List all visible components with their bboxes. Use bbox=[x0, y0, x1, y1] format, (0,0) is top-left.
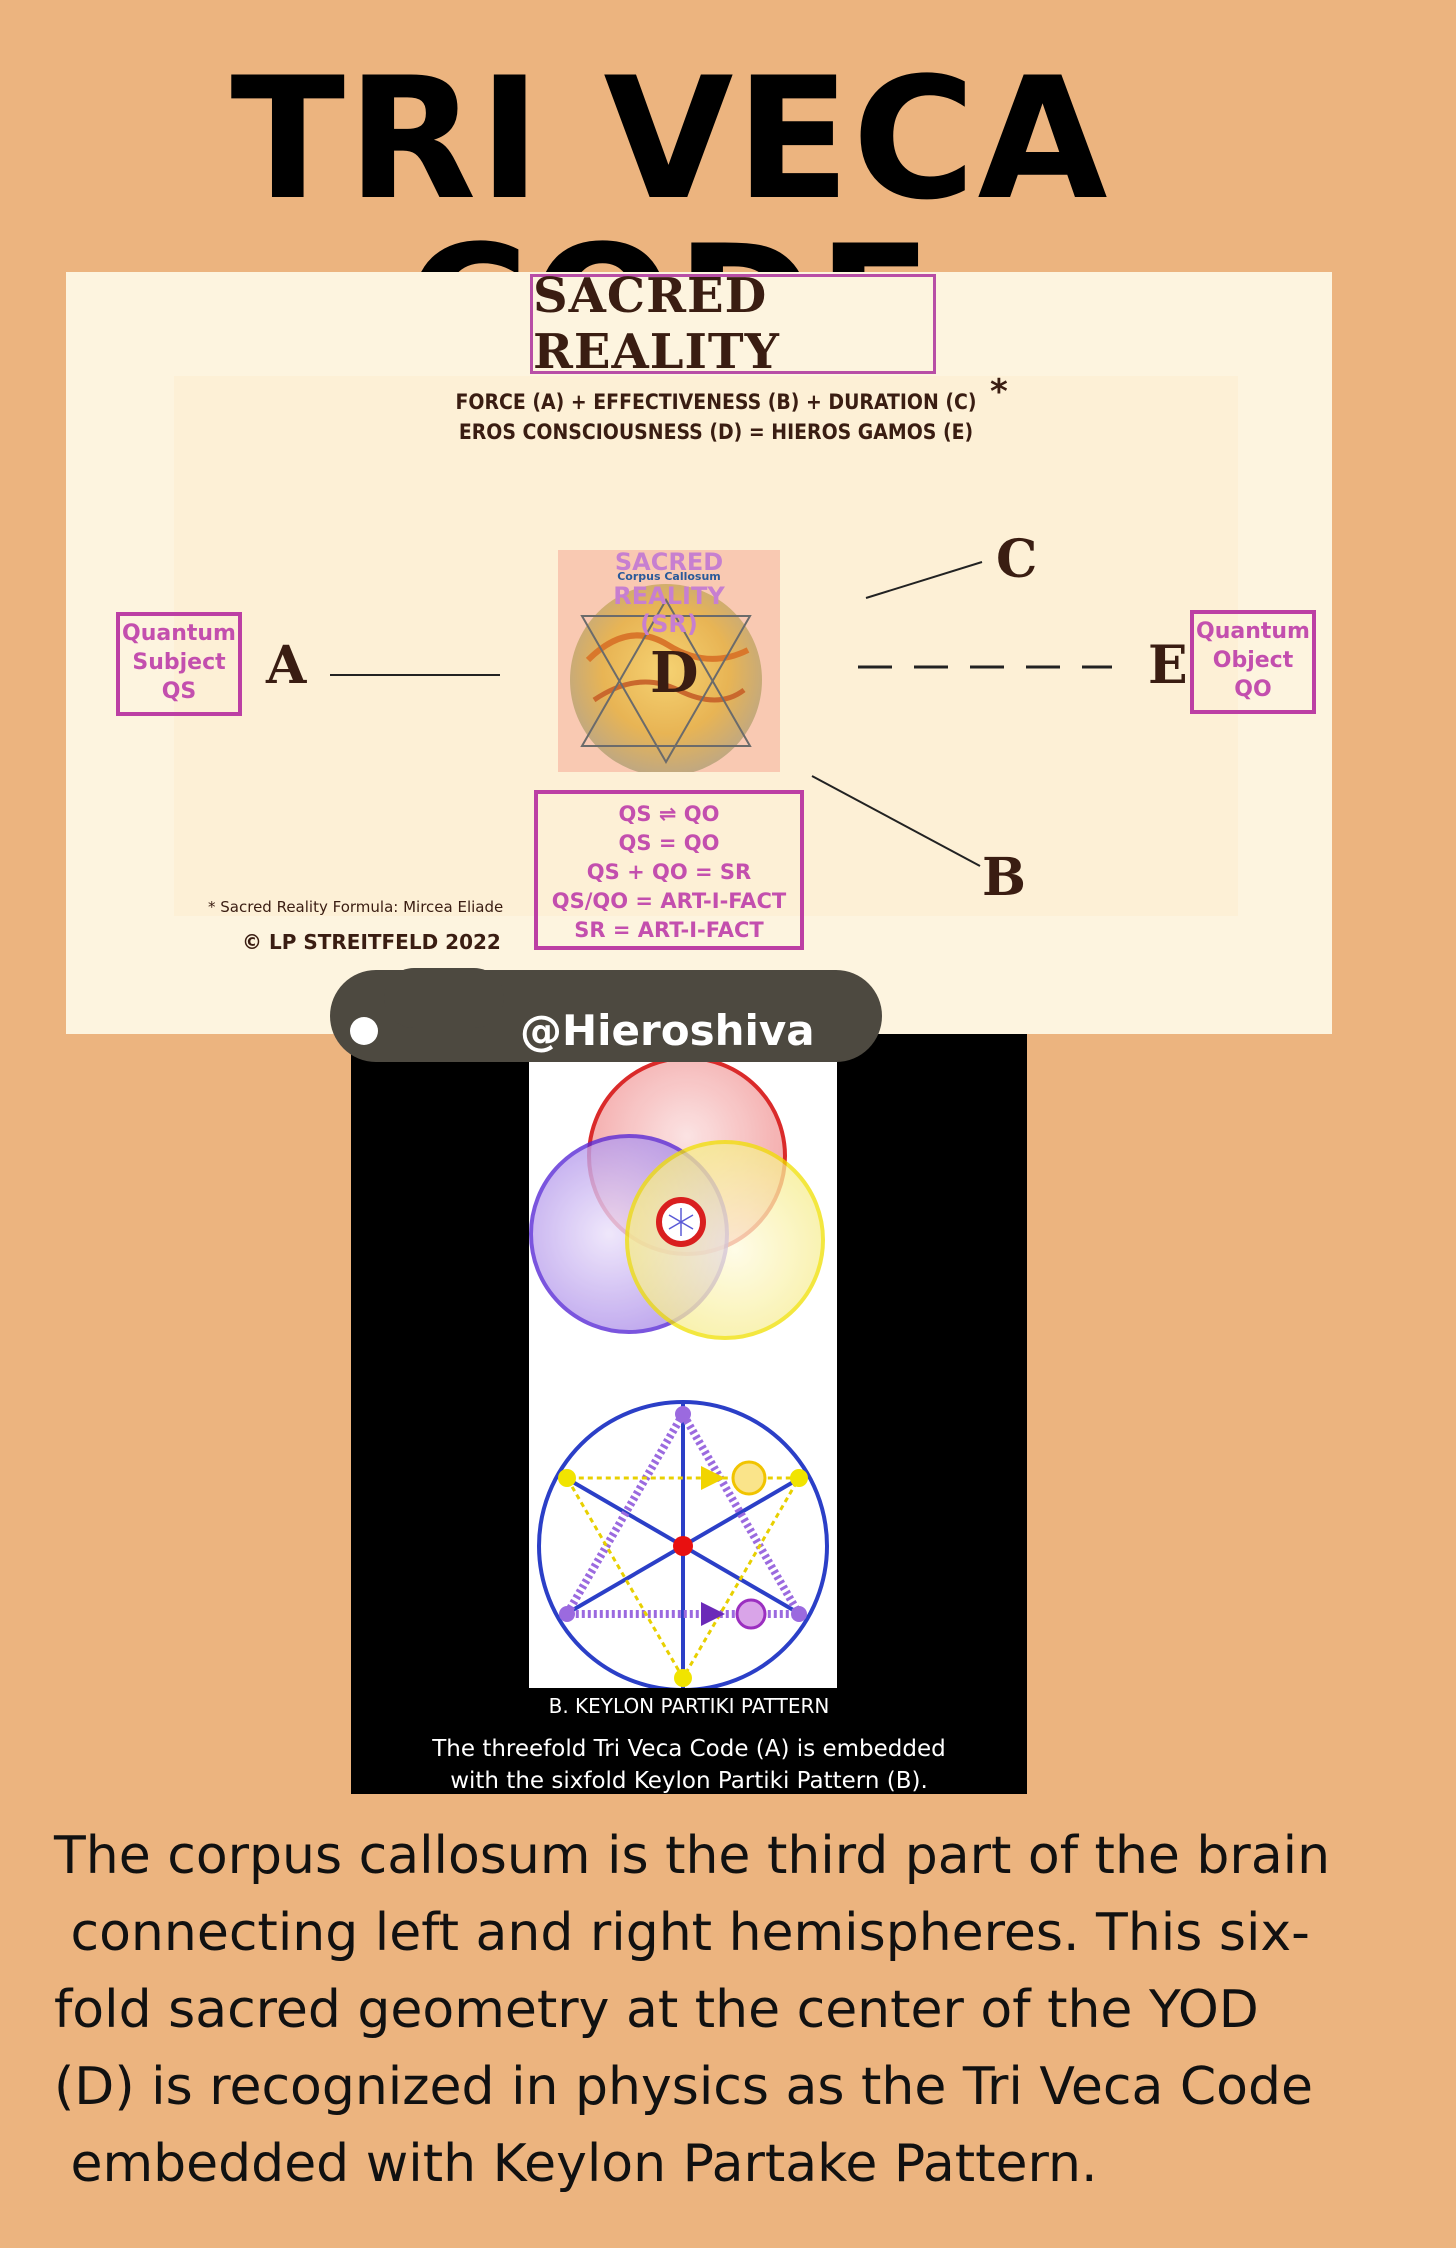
keylon-figure bbox=[529, 1396, 837, 1692]
equation-3: QS + QO = SR bbox=[586, 860, 752, 884]
quantum-subject-line-1: Quantum bbox=[122, 621, 236, 646]
emblem-label-sacred: SACRED bbox=[614, 548, 724, 576]
letter-d: D bbox=[650, 640, 699, 706]
letter-c: C bbox=[996, 529, 1038, 590]
equation-5: SR = ART-I-FACT bbox=[574, 918, 764, 942]
body-line-1: The corpus callosum is the third part of… bbox=[54, 1826, 1331, 1886]
formula-line-2: EROS CONSCIOUSNESS (D) = HIEROS GAMOS (E… bbox=[458, 420, 974, 444]
emblem-label-corpus: Corpus Callosum bbox=[617, 570, 721, 583]
tri-veca-figure bbox=[529, 1056, 837, 1396]
sacred-reality-panel: SACRED REALITY FORCE (A) + EFFECTIVENESS… bbox=[66, 268, 1332, 1034]
figure-note-line-2: with the sixfold Keylon Partiki Pattern … bbox=[450, 1768, 928, 1794]
center-emblem: SACRED Corpus Callosum REALITY (SR) D bbox=[558, 548, 780, 776]
equation-4: QS/QO = ART-I-FACT bbox=[551, 889, 787, 913]
body-line-4: (D) is recognized in physics as the Tri … bbox=[54, 2057, 1313, 2117]
connector-lines bbox=[330, 561, 1112, 867]
handle-badge-notch bbox=[384, 968, 504, 1028]
handle-dot-icon bbox=[350, 1017, 378, 1045]
figure-a-caption: A. TRI VECA CODE bbox=[593, 1368, 785, 1392]
keylon-partiki-pattern bbox=[537, 1400, 829, 1692]
quantum-object-line-3: QO bbox=[1234, 677, 1272, 702]
tri-veca-venn-diagram bbox=[529, 1056, 825, 1340]
figure-panel: A. TRI VECA CODE B. KEYLON PARTIKI PATTE… bbox=[351, 1034, 1027, 1794]
quantum-subject-line-2: Subject bbox=[132, 650, 226, 675]
formula-footnote: * Sacred Reality Formula: Mircea Eliade bbox=[208, 898, 504, 916]
emblem-label-sr: (SR) bbox=[640, 610, 698, 638]
formula-line-1: FORCE (A) + EFFECTIVENESS (B) + DURATION… bbox=[455, 390, 977, 414]
body-text: The corpus callosum is the third part of… bbox=[54, 1818, 1414, 2203]
line-c bbox=[865, 561, 983, 599]
letter-b: B bbox=[982, 847, 1026, 908]
sacred-reality-heading: SACRED REALITY bbox=[530, 268, 936, 380]
asterisk: * bbox=[990, 372, 1008, 412]
quantum-object-line-1: Quantum bbox=[1196, 619, 1310, 644]
body-line-5: embedded with Keylon Partake Pattern. bbox=[54, 2134, 1098, 2194]
letter-e: E bbox=[1148, 635, 1188, 696]
emblem-graphic bbox=[570, 584, 762, 776]
equations-box: QS ⇌ QO QS = QO QS + QO = SR QS/QO = ART… bbox=[534, 790, 804, 950]
body-line-3: fold sacred geometry at the center of th… bbox=[54, 1980, 1259, 2040]
equation-1: QS ⇌ QO bbox=[618, 802, 720, 826]
body-line-2: connecting left and right hemispheres. T… bbox=[54, 1903, 1310, 1963]
quantum-object-box: Quantum Object QO bbox=[1190, 610, 1316, 714]
quantum-object-line-2: Object bbox=[1212, 648, 1294, 673]
handle-text: @Hieroshiva bbox=[520, 1006, 815, 1055]
quantum-subject-box: Quantum Subject QS bbox=[116, 612, 242, 716]
copyright: © LP STREITFELD 2022 bbox=[242, 930, 501, 954]
line-b bbox=[811, 775, 981, 867]
equation-2: QS = QO bbox=[618, 831, 720, 855]
letter-a: A bbox=[266, 635, 307, 696]
figure-note-line-1: The threefold Tri Veca Code (A) is embed… bbox=[432, 1736, 946, 1762]
yellow-circle bbox=[625, 1140, 825, 1340]
emblem-label-reality: REALITY bbox=[613, 582, 725, 610]
figure-b-caption: B. KEYLON PARTIKI PATTERN bbox=[548, 1694, 830, 1718]
quantum-subject-line-3: QS bbox=[161, 679, 197, 704]
